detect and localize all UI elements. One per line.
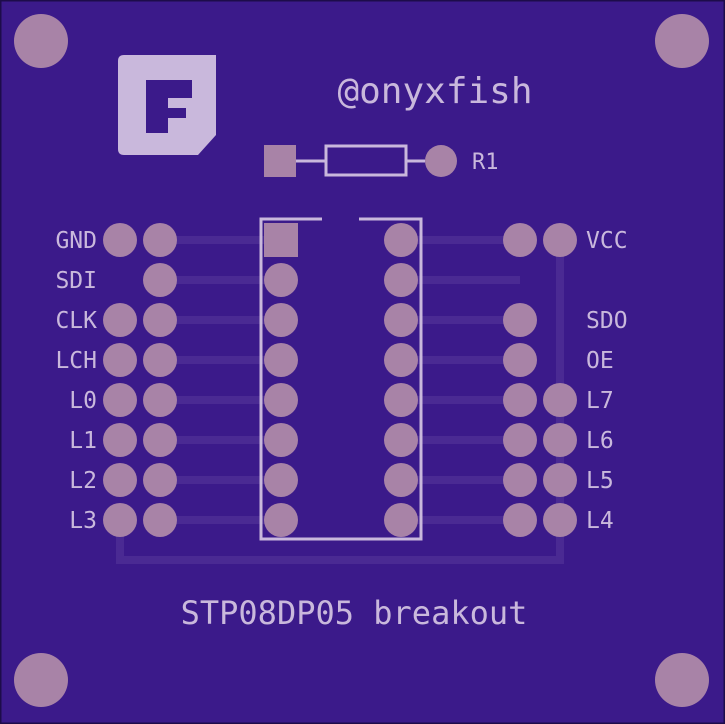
left-header-inner-pad: [143, 383, 177, 417]
right-pin-label: SDO: [586, 308, 628, 334]
ic-left-pad: [264, 383, 298, 417]
left-header-inner-pad: [143, 343, 177, 377]
left-header-inner-pad: [143, 223, 177, 257]
right-pin-label: VCC: [586, 228, 628, 254]
pads: [103, 223, 577, 537]
left-header-outer-pad: [103, 423, 137, 457]
ic-right-pad: [384, 263, 418, 297]
ic-right-pad: [384, 223, 418, 257]
ic-left-pad: [264, 423, 298, 457]
left-pin-label: SDI: [55, 268, 97, 294]
ic-right-pad: [384, 463, 418, 497]
mounting-hole-bottom-left: [14, 653, 68, 707]
left-header-outer-pad: [103, 503, 137, 537]
left-pin-label: L2: [69, 468, 97, 494]
right-header-outer-pad: [543, 423, 577, 457]
ic-right-pad: [384, 383, 418, 417]
right-header-inner-pad: [503, 343, 537, 377]
ic-left-pad: [264, 503, 298, 537]
resistor-label: R1: [472, 150, 499, 175]
onyxfish-logo-icon: [118, 55, 216, 155]
mounting-hole-bottom-right: [655, 653, 709, 707]
ic-left-pad: [264, 263, 298, 297]
ic-left-pad: [264, 343, 298, 377]
resistor-pad-square: [264, 145, 296, 177]
left-header-outer-pad: [103, 463, 137, 497]
ic-footprint: [259, 217, 423, 541]
right-header-outer-pad: [543, 503, 577, 537]
right-pin-label: L7: [586, 388, 614, 414]
ic-left-pad: [264, 303, 298, 337]
ic-right-pad: [384, 423, 418, 457]
left-pin-label: CLK: [55, 308, 97, 334]
mounting-hole-top-right: [655, 14, 709, 68]
mounting-holes: [14, 14, 709, 707]
board-title: STP08DP05 breakout: [181, 594, 528, 632]
left-header-outer-pad: [103, 343, 137, 377]
left-header-outer-pad: [103, 303, 137, 337]
right-header-outer-pad: [543, 383, 577, 417]
mounting-hole-top-left: [14, 14, 68, 68]
ic-left-pad: [264, 463, 298, 497]
right-header-inner-pad: [503, 423, 537, 457]
handle-text: @onyxfish: [337, 71, 532, 112]
right-pin-label: L4: [586, 508, 614, 534]
left-header-inner-pad: [143, 423, 177, 457]
right-header-outer-pad: [543, 463, 577, 497]
ic-right-pad: [384, 503, 418, 537]
left-header-inner-pad: [143, 463, 177, 497]
left-pin-label: L1: [69, 428, 97, 454]
left-header-outer-pad: [103, 223, 137, 257]
ic-right-pad: [384, 303, 418, 337]
resistor-r1: [264, 144, 457, 177]
right-header-inner-pad: [503, 503, 537, 537]
right-header-inner-pad: [503, 383, 537, 417]
right-pin-label: L5: [586, 468, 614, 494]
resistor-pad-round: [425, 145, 457, 177]
right-header-inner-pad: [503, 303, 537, 337]
right-pin-label: OE: [586, 348, 614, 374]
right-header-outer-pad: [543, 223, 577, 257]
ic-right-pad: [384, 343, 418, 377]
left-pin-label: L0: [69, 388, 97, 414]
left-header-outer-pad: [103, 383, 137, 417]
right-pin-label: L6: [586, 428, 614, 454]
left-header-inner-pad: [143, 263, 177, 297]
left-pin-label: GND: [55, 228, 97, 254]
ic-pin-1-pad: [264, 223, 298, 257]
right-header-inner-pad: [503, 463, 537, 497]
left-header-inner-pad: [143, 503, 177, 537]
right-header-inner-pad: [503, 223, 537, 257]
left-pin-label: L3: [69, 508, 97, 534]
left-header-inner-pad: [143, 303, 177, 337]
left-pin-label: LCH: [55, 348, 97, 374]
